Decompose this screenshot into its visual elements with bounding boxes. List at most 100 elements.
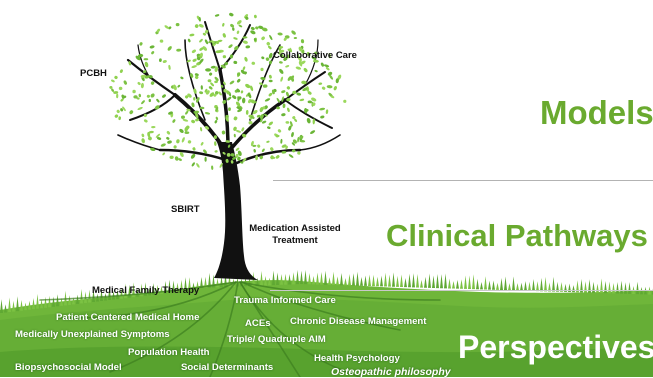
- leaf: [141, 138, 145, 144]
- leaf: [319, 107, 326, 111]
- leaf: [244, 14, 249, 19]
- leaf: [286, 54, 290, 59]
- leaf: [123, 80, 127, 85]
- branch: [228, 98, 287, 152]
- leaf: [329, 74, 334, 80]
- grass-blade: [560, 281, 563, 292]
- leaf: [306, 51, 311, 57]
- leaf: [327, 71, 333, 76]
- leaf: [250, 85, 254, 92]
- leaf: [269, 34, 273, 41]
- leaf: [288, 125, 292, 131]
- leaf: [230, 160, 234, 164]
- leaf: [275, 155, 280, 159]
- leaf: [150, 147, 156, 152]
- leaf: [162, 152, 166, 156]
- leaf: [184, 131, 190, 135]
- grass-blade: [376, 276, 379, 287]
- label-medical-family-therapy: Medical Family Therapy: [92, 285, 200, 296]
- leaf: [150, 81, 155, 85]
- leaf: [191, 162, 195, 167]
- leaf: [312, 102, 316, 106]
- grass-blade: [256, 277, 259, 286]
- leaf: [250, 26, 255, 31]
- leaf: [233, 116, 238, 121]
- leaf: [187, 38, 191, 43]
- leaf: [120, 98, 124, 102]
- leaf: [296, 92, 302, 96]
- grass-blade: [616, 281, 619, 294]
- grass-blade: [580, 279, 583, 293]
- branch: [249, 44, 281, 121]
- grass-blade: [116, 289, 119, 300]
- leaf: [285, 121, 290, 124]
- leaf: [306, 117, 311, 124]
- grass-blade: [400, 274, 403, 287]
- leaf: [119, 69, 123, 73]
- leaf: [214, 150, 218, 153]
- leaf: [138, 53, 144, 58]
- leaf: [192, 58, 197, 62]
- leaf: [299, 98, 305, 102]
- leaf: [280, 76, 284, 82]
- label-health-psychology: Health Psychology: [314, 353, 400, 364]
- leaf: [215, 50, 222, 54]
- leaf: [222, 33, 226, 38]
- leaf: [151, 51, 155, 55]
- leaf: [239, 161, 244, 164]
- leaf: [228, 44, 233, 49]
- leaf: [191, 102, 195, 108]
- leaf: [252, 144, 257, 147]
- leaf: [214, 14, 220, 17]
- leaf: [154, 105, 160, 110]
- grass-blade: [24, 302, 27, 311]
- leaf: [286, 98, 291, 102]
- leaf: [328, 53, 331, 59]
- leaf: [294, 118, 298, 122]
- leaf: [285, 91, 290, 97]
- label-biopsychosocial-model: Biopsychosocial Model: [15, 362, 122, 373]
- leaf: [260, 67, 264, 72]
- grass-blade: [588, 279, 591, 293]
- leaf: [259, 107, 264, 113]
- leaf: [194, 73, 199, 77]
- leaf: [195, 118, 200, 122]
- grass-blade: [36, 293, 39, 309]
- leaf: [211, 40, 215, 44]
- leaf: [285, 145, 288, 150]
- leaf: [192, 147, 196, 151]
- leaf: [292, 116, 296, 120]
- leaf: [250, 99, 256, 104]
- leaf: [204, 156, 207, 162]
- grass-blade: [428, 273, 431, 288]
- leaf: [307, 100, 312, 104]
- grass-blade: [496, 282, 499, 290]
- grass-blade: [348, 273, 351, 286]
- leaf: [114, 114, 119, 118]
- grass-blade: [408, 273, 411, 288]
- branch: [173, 93, 227, 152]
- leaf: [255, 155, 259, 161]
- leaf: [143, 70, 147, 74]
- leaf: [203, 149, 207, 154]
- leaf: [227, 144, 231, 148]
- leaf: [156, 137, 162, 140]
- leaf: [193, 88, 197, 94]
- leaf: [156, 98, 160, 103]
- leaf: [225, 116, 229, 122]
- leaf: [187, 140, 192, 144]
- grass-blade: [404, 277, 407, 288]
- grass-blade: [4, 304, 7, 313]
- grass-blade: [624, 282, 627, 294]
- leaf: [116, 93, 119, 99]
- leaf: [225, 140, 230, 143]
- grass-blade: [16, 296, 19, 312]
- leaf: [291, 149, 296, 153]
- label-population-health: Population Health: [128, 347, 210, 358]
- leaf: [176, 139, 180, 144]
- leaf: [162, 60, 167, 63]
- grass-blade: [596, 283, 599, 293]
- leaf: [118, 86, 123, 91]
- leaf: [141, 133, 145, 138]
- leaf: [199, 47, 204, 51]
